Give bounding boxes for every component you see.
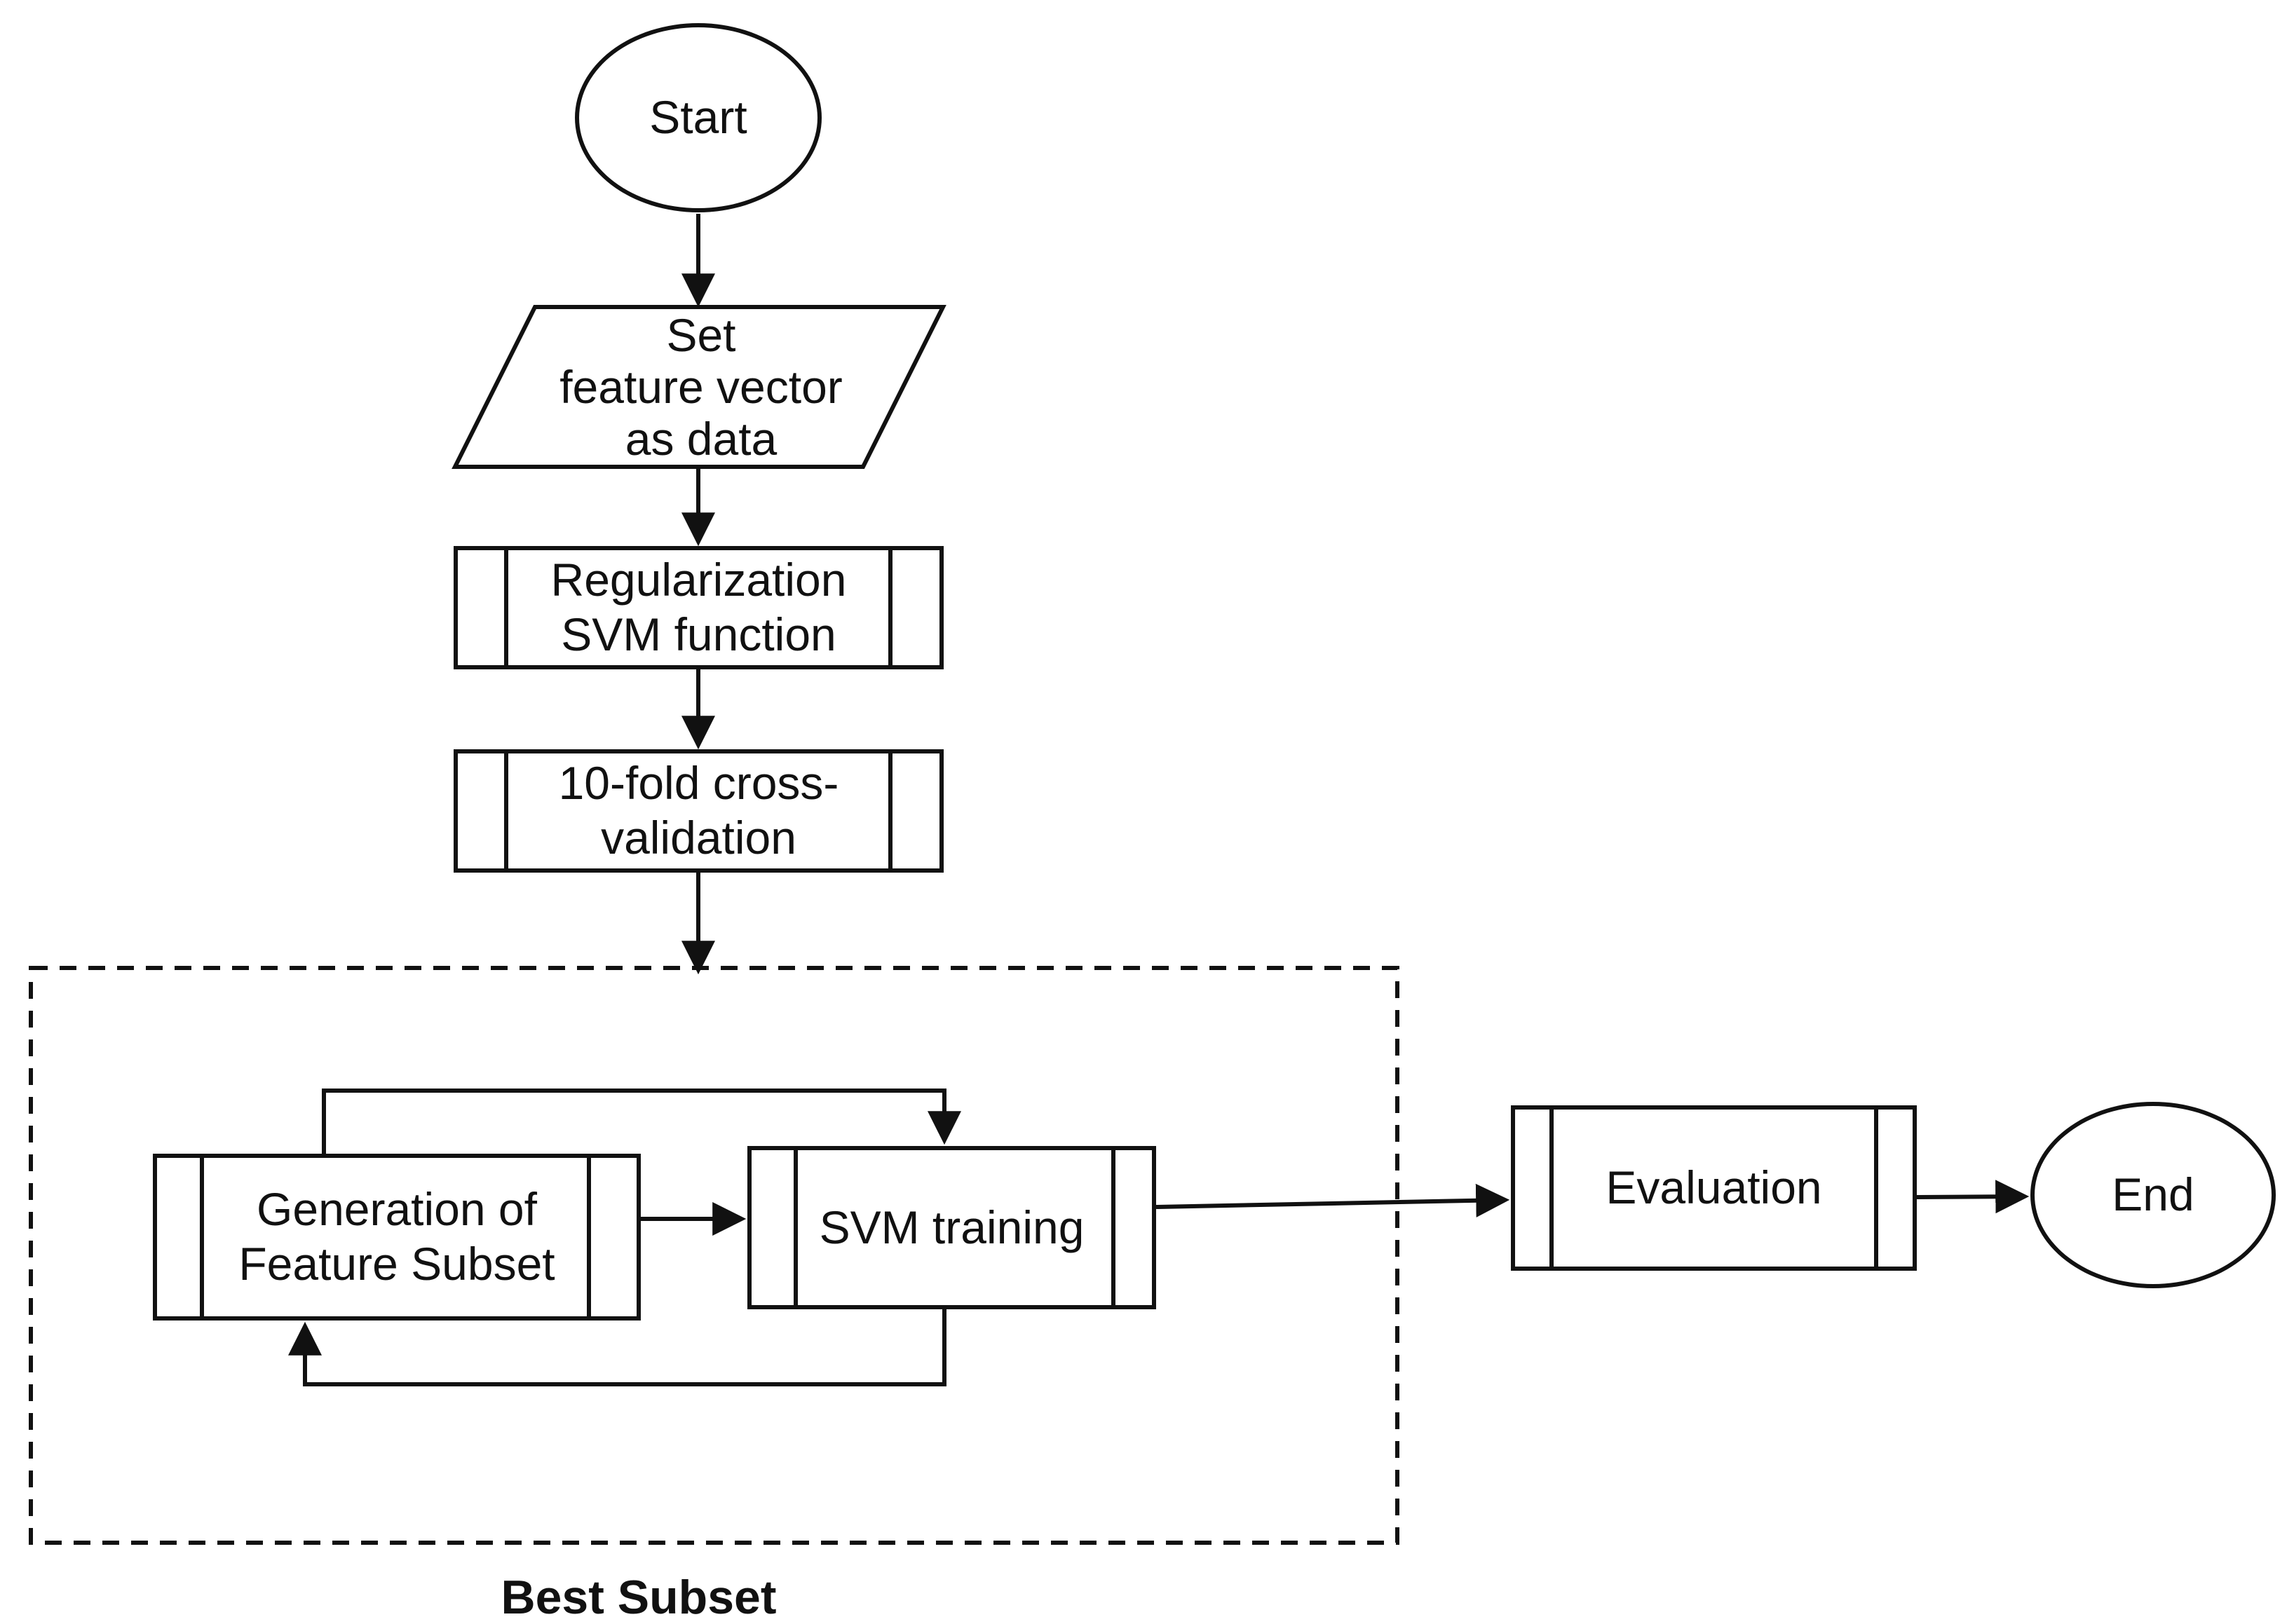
svm-training-node: SVM training bbox=[747, 1146, 1156, 1309]
connector-evaluation-to-end bbox=[1916, 1180, 2030, 1214]
connector-loop-bottom bbox=[288, 1309, 946, 1386]
connector-loop-top bbox=[322, 1089, 961, 1154]
cross-validation-node: 10-fold cross- validation bbox=[454, 749, 944, 873]
regularization-label: Regularization SVM function bbox=[550, 554, 847, 660]
evaluation-node: Evaluation bbox=[1511, 1105, 1917, 1271]
predefined-process-bar-left bbox=[504, 550, 508, 665]
end-label: End bbox=[2112, 1168, 2194, 1221]
evaluation-label: Evaluation bbox=[1606, 1161, 1822, 1214]
svm-training-label: SVM training bbox=[819, 1201, 1085, 1253]
predefined-process-bar-right bbox=[1874, 1110, 1878, 1267]
predefined-process-bar-left bbox=[504, 753, 508, 868]
predefined-process-bar-right bbox=[587, 1158, 591, 1316]
predefined-process-bar-right bbox=[888, 550, 893, 665]
best-subset-dashed-box bbox=[29, 966, 1399, 1545]
connector-svmtraining-to-evaluation bbox=[1155, 1183, 1510, 1217]
predefined-process-bar-left bbox=[794, 1150, 798, 1305]
end-node: End bbox=[2030, 1102, 2276, 1288]
predefined-process-bar-left bbox=[1549, 1110, 1554, 1267]
cross-validation-label: 10-fold cross- validation bbox=[558, 757, 839, 864]
start-node: Start bbox=[575, 23, 822, 212]
start-label: Start bbox=[649, 91, 747, 144]
predefined-process-bar-left bbox=[200, 1158, 204, 1316]
best-subset-caption: Best Subset bbox=[501, 1571, 777, 1624]
input-parallelogram-shape bbox=[452, 305, 946, 469]
predefined-process-bar-right bbox=[1111, 1150, 1115, 1305]
generation-node: Generation of Feature Subset bbox=[153, 1154, 641, 1321]
regularization-node: Regularization SVM function bbox=[454, 546, 944, 669]
generation-label: Generation of Feature Subset bbox=[238, 1183, 555, 1290]
predefined-process-bar-right bbox=[888, 753, 893, 868]
input-node-label: Set feature vector as data bbox=[559, 309, 843, 465]
